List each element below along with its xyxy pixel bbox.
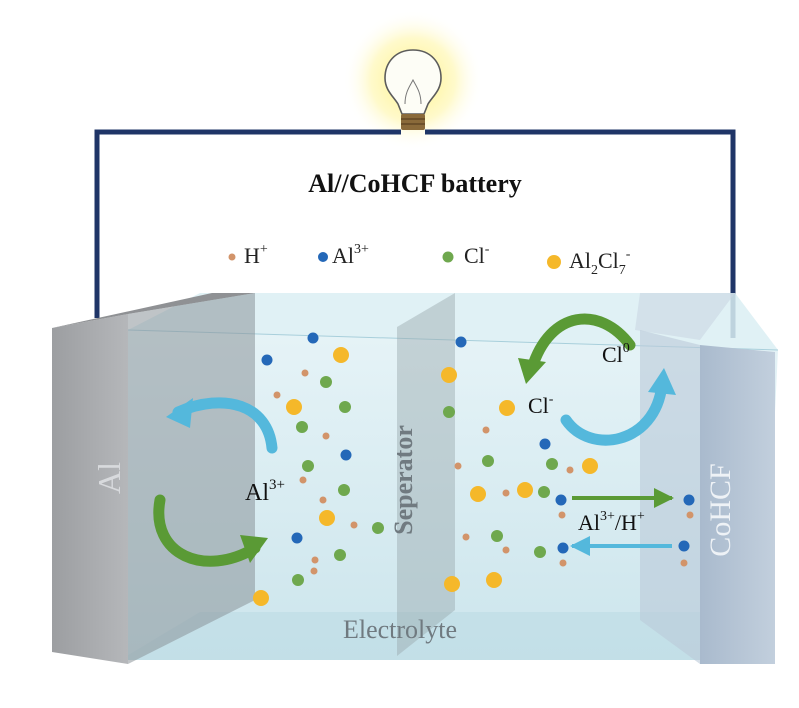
- alcl-ion: [517, 482, 533, 498]
- h-ion: [482, 426, 490, 434]
- al-ion: [340, 449, 352, 461]
- alcl-ion: [499, 400, 515, 416]
- alcl-ion: [441, 367, 457, 383]
- h-ion: [319, 496, 327, 504]
- cl-ion: [491, 530, 503, 542]
- al-anode-plate: Al: [52, 293, 255, 664]
- alcl-ion: [444, 576, 460, 592]
- h-ion: [350, 521, 358, 529]
- h-ion: [299, 476, 307, 484]
- al-ion: [678, 540, 690, 552]
- intercalation-label: Al3+/H+: [578, 509, 645, 535]
- h-ion: [301, 369, 309, 377]
- h-ion: [558, 511, 566, 519]
- legend-cl-label: Cl-: [464, 242, 490, 268]
- alcl-ion: [470, 486, 486, 502]
- intercalation-arrows: [570, 488, 674, 556]
- cl-ion: [538, 486, 550, 498]
- h-ion: [502, 489, 510, 497]
- alcl-ion: [286, 399, 302, 415]
- al-ion: [291, 532, 303, 544]
- al-ion: [557, 542, 569, 554]
- legend-alcl-dot: [547, 255, 561, 269]
- cl-ion: [546, 458, 558, 470]
- al-ion: [539, 438, 551, 450]
- al-ion: [555, 494, 567, 506]
- h-ion: [462, 533, 470, 541]
- cl-zero-label: Cl0: [602, 341, 630, 367]
- h-ion: [559, 559, 567, 567]
- blue-arrowhead-left: [166, 398, 193, 428]
- h-ion: [502, 546, 510, 554]
- blue-cycle-arrow-right: [560, 379, 668, 446]
- alcl-ion: [333, 347, 349, 363]
- cl-ion: [339, 401, 351, 413]
- h-ion: [680, 559, 688, 567]
- cl-ion: [534, 546, 546, 558]
- h-ion: [273, 391, 281, 399]
- al-ion: [455, 336, 467, 348]
- legend-al-dot: [318, 252, 328, 262]
- cl-ion: [334, 549, 346, 561]
- legend-alcl-label: Al2Cl7-: [569, 247, 631, 278]
- anode-cycle-arrows: [153, 397, 278, 567]
- ion-particles: [253, 332, 695, 606]
- alcl-ion: [253, 590, 269, 606]
- electrolyte-label: Electrolyte: [343, 615, 457, 644]
- cl-ion: [292, 574, 304, 586]
- cl-ion: [302, 460, 314, 472]
- cl-ion: [372, 522, 384, 534]
- h-ion: [311, 556, 319, 564]
- cl-ion: [338, 484, 350, 496]
- h-ion: [322, 432, 330, 440]
- legend-cl-dot: [442, 251, 454, 263]
- al-ion: [307, 332, 319, 344]
- anode-label: Al: [91, 462, 127, 494]
- cl-ion: [296, 421, 308, 433]
- legend: H+ Al3+ Cl- Al2Cl7-: [228, 242, 631, 278]
- cl-ion: [443, 406, 455, 418]
- h-ion: [310, 567, 318, 575]
- legend-h-dot: [228, 253, 236, 261]
- cl-ion: [320, 376, 332, 388]
- blue-cycle-arrow-left: [172, 397, 278, 454]
- circuit-wire: [94, 129, 736, 338]
- al-ion: [683, 494, 695, 506]
- diagram-title: Al//CoHCF battery: [308, 169, 522, 198]
- green-arrowhead-right: [518, 358, 546, 384]
- blue-arrowhead-right: [648, 368, 676, 395]
- cl-ion: [482, 455, 494, 467]
- cathode-cycle-arrows: [518, 313, 676, 446]
- legend-h-label: H+: [244, 242, 268, 268]
- alcl-ion: [486, 572, 502, 588]
- h-ion: [686, 511, 694, 519]
- green-cycle-arrow-right: [526, 313, 636, 374]
- cl-minus-label: Cl-: [528, 392, 554, 418]
- separator-label: Seperator: [389, 425, 418, 535]
- legend-al-label: Al3+: [332, 242, 369, 268]
- h-ion: [454, 462, 462, 470]
- anode-ion-label: Al3+: [245, 477, 285, 506]
- alcl-ion: [582, 458, 598, 474]
- al-ion: [261, 354, 273, 366]
- h-ion: [566, 466, 574, 474]
- light-bulb-icon: [343, 10, 483, 150]
- cathode-label: CoHCF: [704, 463, 737, 556]
- green-arrowhead-left: [240, 535, 268, 563]
- green-cycle-arrow-left: [153, 494, 261, 567]
- alcl-ion: [319, 510, 335, 526]
- separator: Seperator: [389, 293, 455, 656]
